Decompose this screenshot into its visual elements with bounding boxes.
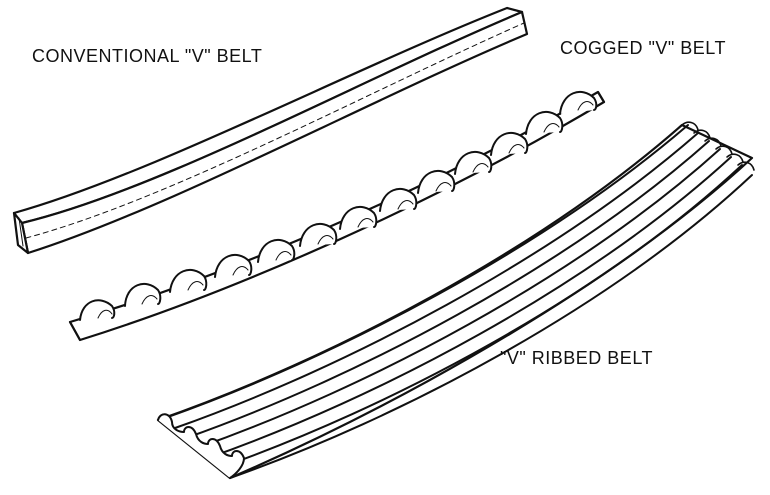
conventional-v-belt: [14, 8, 527, 253]
conventional-belt-label: CONVENTIONAL "V" BELT: [32, 46, 262, 67]
ribbed-belt-label: "V" RIBBED BELT: [500, 348, 653, 369]
cogged-belt-label: COGGED "V" BELT: [560, 38, 726, 59]
